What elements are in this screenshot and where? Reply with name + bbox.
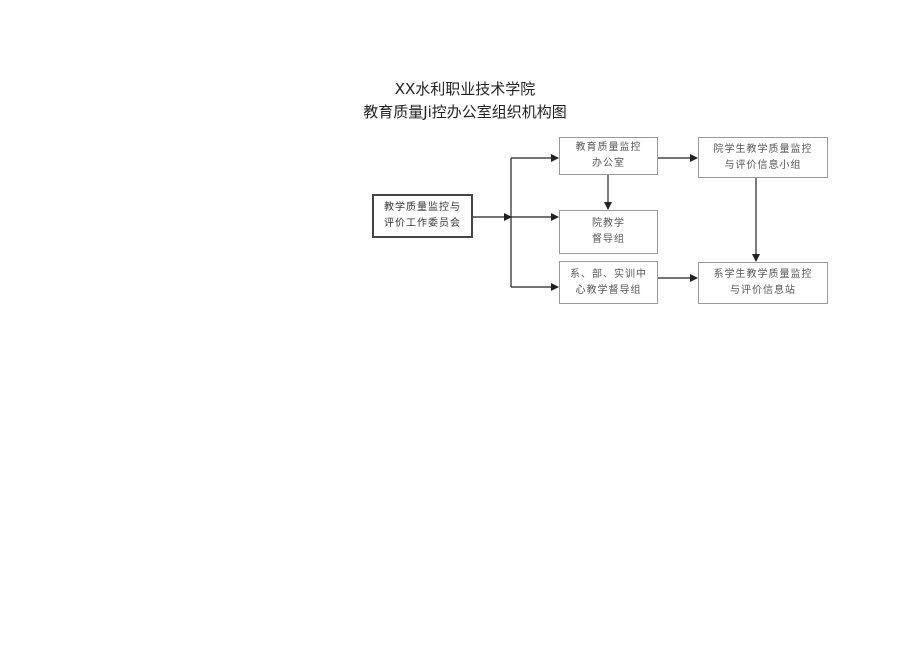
node-college-info: 院学生教学质量监控 与评价信息小组 xyxy=(698,137,828,178)
node-committee: 教学质量监控与 评价工作委员会 xyxy=(372,194,473,238)
node-supervision: 院教学 督导组 xyxy=(559,210,658,254)
node-dept-info: 系学生教学质量监控 与评价信息站 xyxy=(698,262,828,304)
chart-title-line2: 教育质量Ji控办公室组织机构图 xyxy=(363,103,567,121)
node-dept-supervision: 系、部、实训中 心教学督导组 xyxy=(559,261,658,304)
chart-title-line1: XX水利职业技术学院 xyxy=(394,80,536,98)
node-office: 教育质量监控 办公室 xyxy=(559,137,658,175)
